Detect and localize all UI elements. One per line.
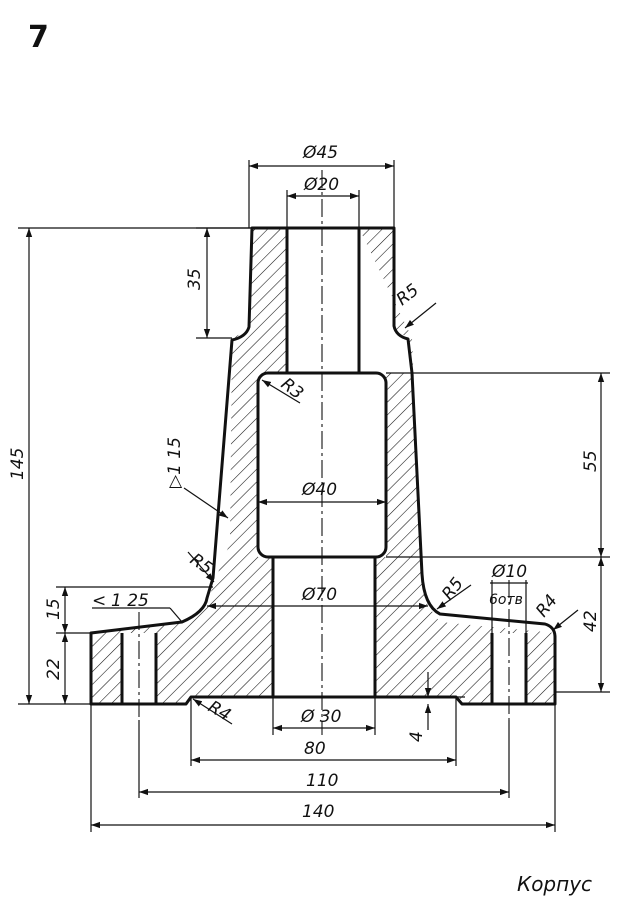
dim-d40: Ø40 [301,480,337,500]
dim-140: 140 [302,802,334,822]
section-right [359,228,555,704]
dim-d20: Ø20 [303,175,339,195]
dim-80: 80 [304,739,326,759]
part-caption: Корпус [517,872,592,896]
dimension-lines [18,160,610,832]
dim-holes: 6отв [489,592,523,608]
dim-r3: R3 [277,374,307,404]
dim-4: 4 [407,731,427,742]
dim-d10: Ø10 [491,562,527,582]
dim-145: 145 [8,448,28,480]
dim-35: 35 [185,268,205,290]
dim-d30: Ø 30 [300,707,341,727]
dim-d45: Ø45 [302,143,338,163]
section-left [91,228,287,704]
centerlines [138,170,510,735]
dim-42: 42 [581,610,601,632]
dim-d70: Ø70 [301,585,337,605]
dim-22: 22 [44,658,64,680]
figure-number: 7 [28,20,49,55]
dim-r5-left: R5 [186,550,216,579]
dim-taper-flange: 1 25 [111,591,149,611]
dim-taper-top: ▷1 15 [165,437,185,488]
dim-r5-right: R5 [438,574,468,604]
dim-110: 110 [306,771,338,791]
dim-15: 15 [44,598,64,620]
taper-flange-symbol: < [92,591,106,611]
dim-55: 55 [581,450,601,472]
dim-r5-top: R5 [393,280,423,310]
dim-r4-right: R4 [532,591,562,621]
dim-r4-bottom: R4 [205,697,235,726]
